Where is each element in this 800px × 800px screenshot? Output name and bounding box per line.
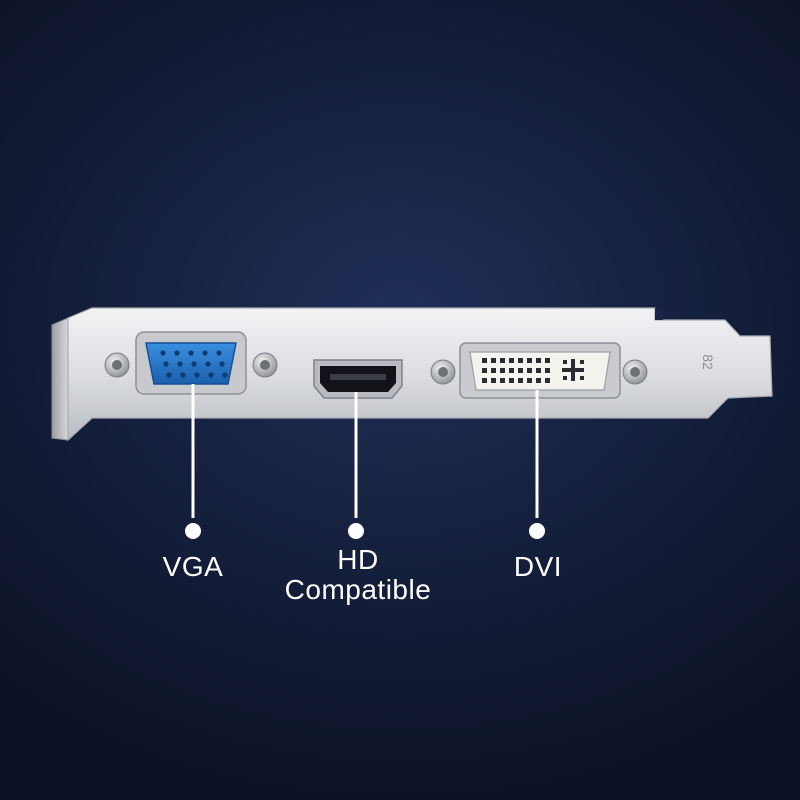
- port-label-hd-line-2: Compatible: [284, 574, 432, 605]
- port-label-hd-line-1: HD: [337, 544, 379, 575]
- port-label-vga-line: VGA: [162, 551, 224, 582]
- pointer-vga: [185, 384, 201, 539]
- vga-port: [135, 331, 247, 395]
- bracket-notch: [655, 308, 663, 320]
- dvi-port: [459, 342, 621, 399]
- pointer-dvi: [529, 390, 545, 539]
- port-label-vga: VGA: [143, 552, 243, 582]
- port-label-hd-compatible: HD Compatible: [258, 545, 458, 605]
- pointer-hd-compatible: [348, 392, 364, 539]
- bracket-left-tab: [51, 317, 69, 441]
- port-label-dvi-line: DVI: [513, 551, 563, 582]
- hd-compatible-port: [313, 359, 403, 399]
- port-label-dvi: DVI: [488, 552, 588, 582]
- bracket-marking: 82: [700, 354, 716, 370]
